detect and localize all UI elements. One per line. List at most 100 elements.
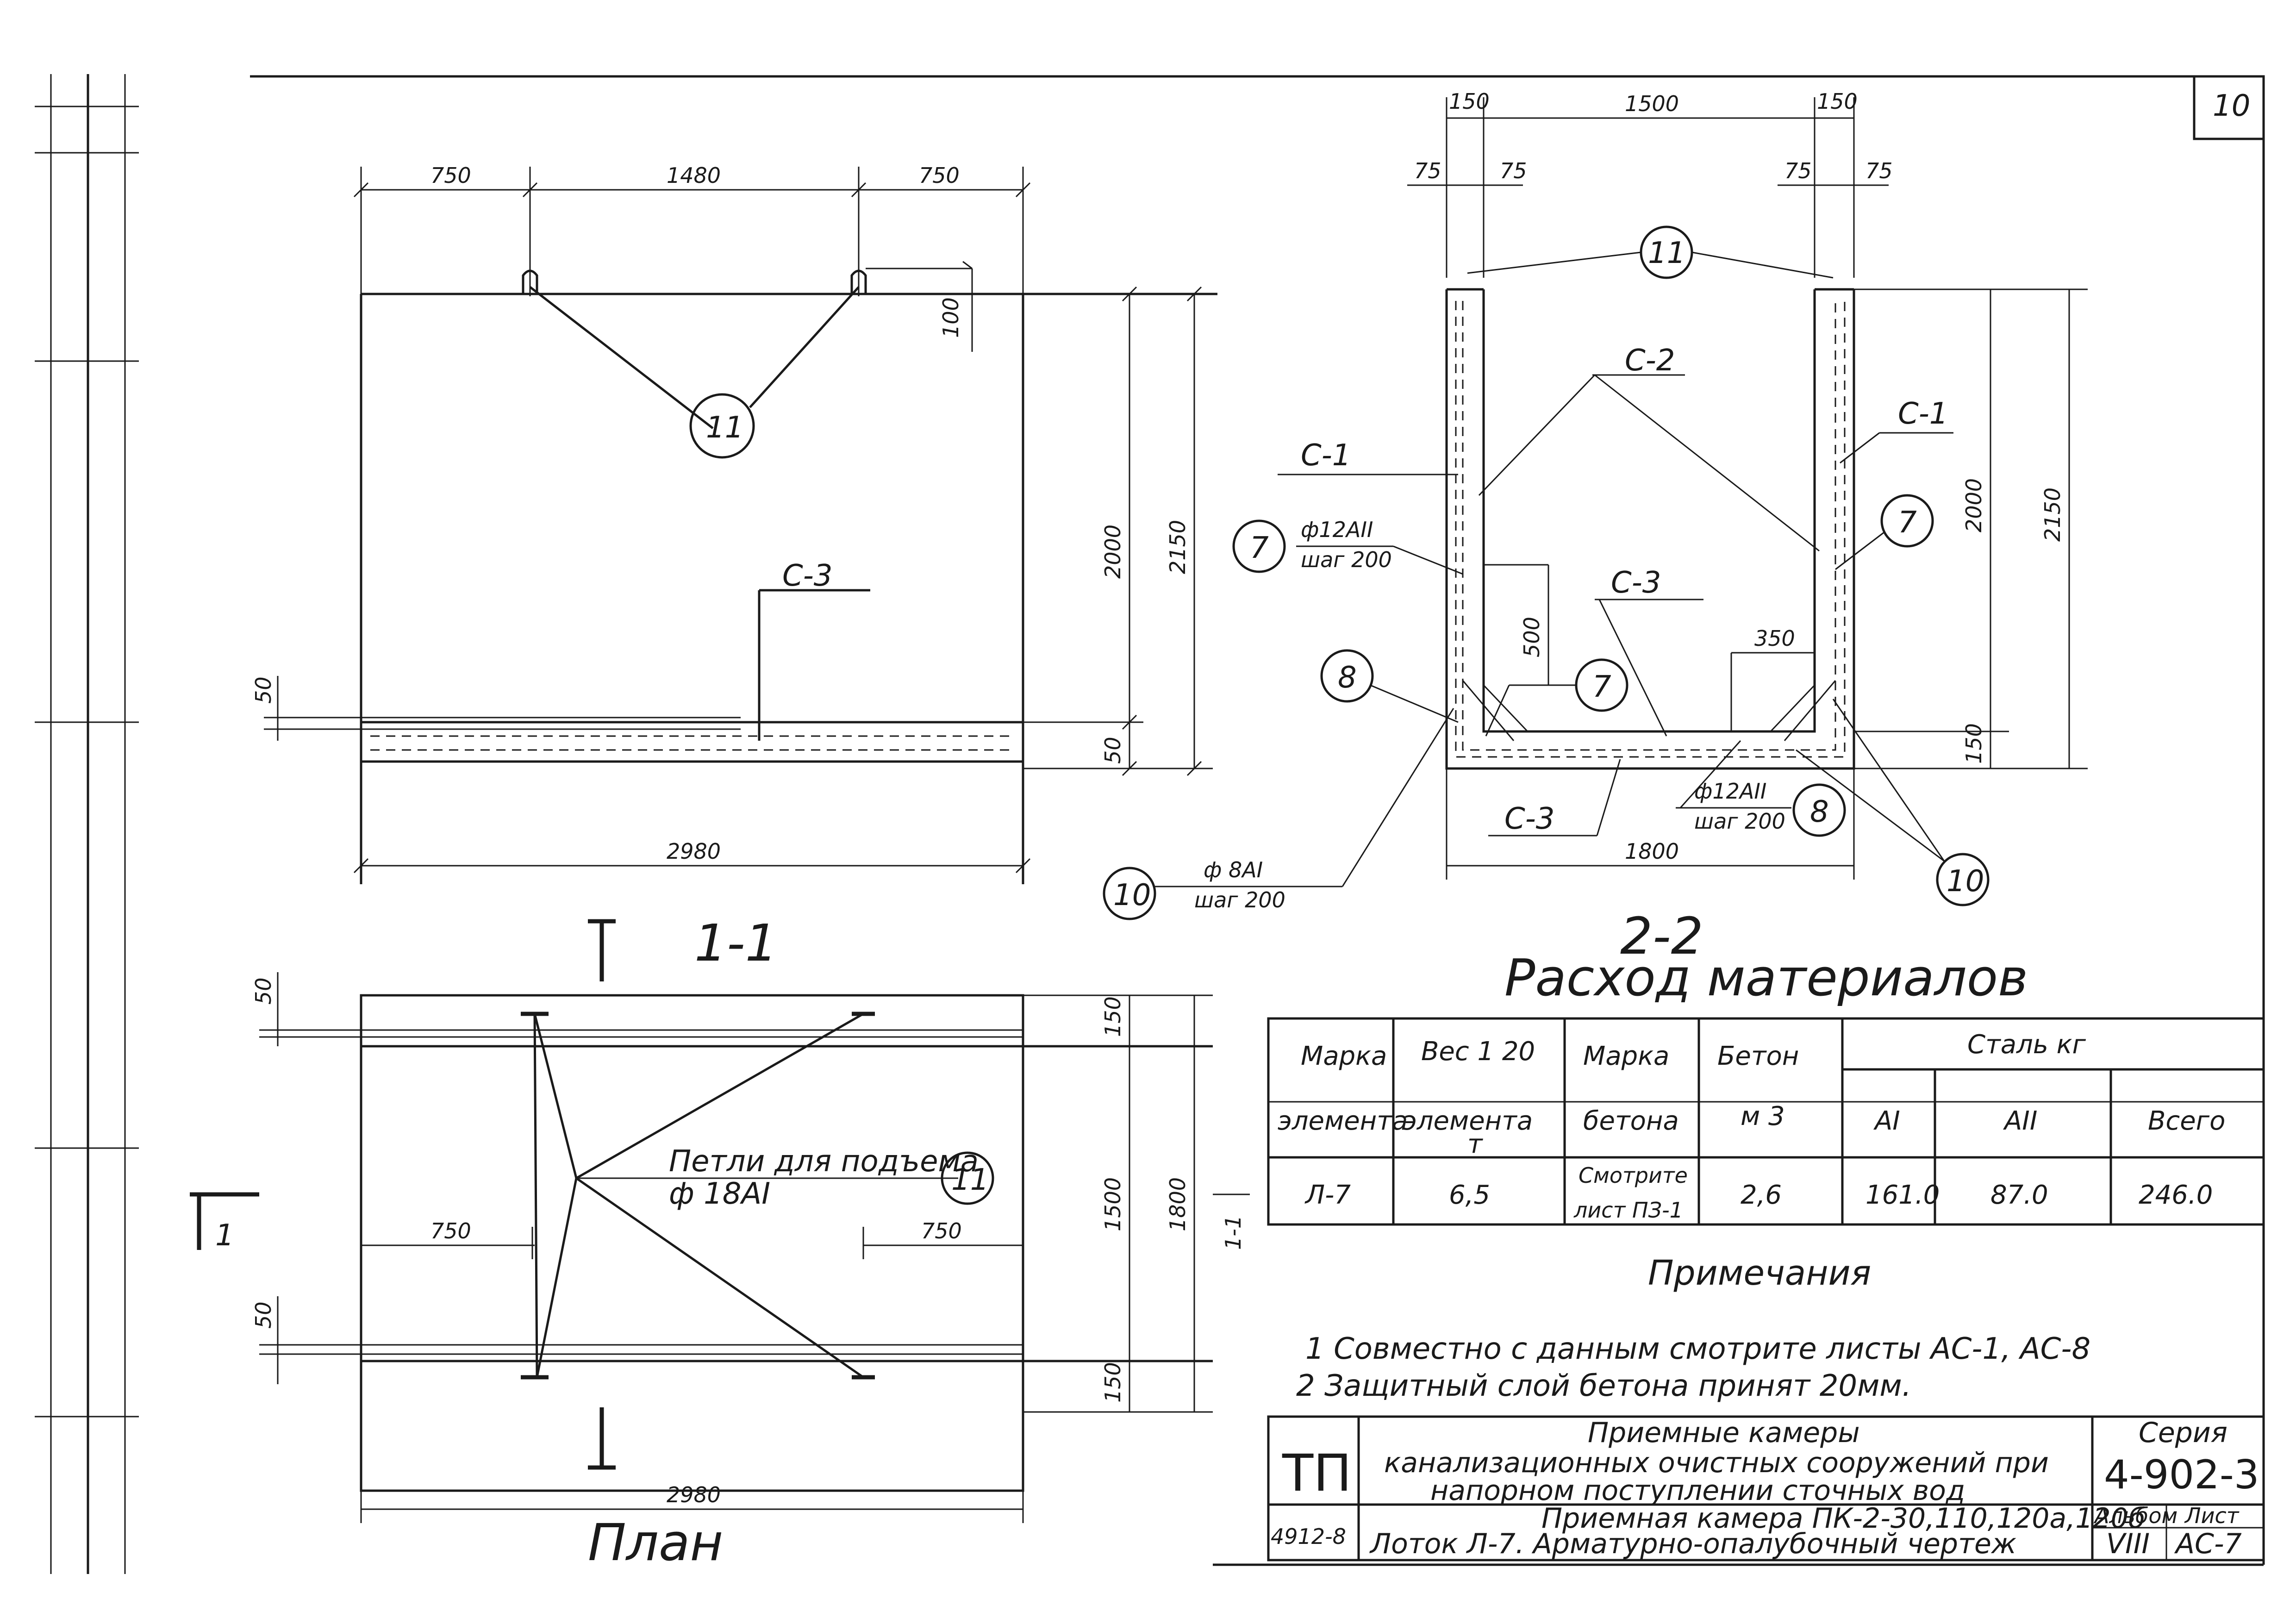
callout-2-2-pos8-a: 8 bbox=[1338, 661, 1357, 695]
hdr-concrete-mark-2: бетона bbox=[1583, 1106, 1679, 1136]
dim-plan-strip-bottom: 150 bbox=[1100, 1362, 1125, 1403]
row-a1: 161.0 bbox=[1866, 1180, 1940, 1210]
row-total: 246.0 bbox=[2139, 1180, 2213, 1210]
hdr-weight-unit: т bbox=[1467, 1129, 1483, 1159]
label-2-2-pos10-step: шаг 200 bbox=[1194, 887, 1285, 912]
tb-sheet-label: Лист bbox=[2184, 1503, 2240, 1528]
tb-album-label: Альбом bbox=[2093, 1503, 2177, 1528]
dim-plan-outer: 1800 bbox=[1165, 1177, 1190, 1231]
sheet-frame bbox=[250, 75, 2265, 1566]
row-concrete-mark-2: лист ПЗ-1 bbox=[1573, 1198, 1683, 1223]
dim-plan-length: 2980 bbox=[667, 1482, 721, 1507]
tb-project-2: канализационных очистных сооружений при bbox=[1384, 1447, 2049, 1479]
row-weight: 6,5 bbox=[1449, 1180, 1490, 1210]
hdr-steel: Сталь кг bbox=[1967, 1030, 2086, 1060]
plan-loop-note-line1: Петли для подъема bbox=[669, 1144, 979, 1179]
callout-2-2-pos10-a: 10 bbox=[1113, 878, 1151, 912]
label-2-2-pos8-step: шаг 200 bbox=[1694, 809, 1785, 834]
dim-1-1-top-offset: 50 bbox=[251, 676, 276, 704]
plan-title: План bbox=[588, 1513, 723, 1572]
plan-loop-callout: 11 bbox=[951, 1163, 989, 1197]
dim-plan-strip-top: 150 bbox=[1100, 996, 1125, 1037]
dim-plan-left: 750 bbox=[430, 1218, 471, 1243]
dim-1-1-bottom-layer: 50 bbox=[1100, 737, 1125, 764]
tb-code: 4912-8 bbox=[1271, 1524, 1346, 1549]
dim-plan-right: 750 bbox=[921, 1218, 962, 1243]
row-concrete-mark-1: Смотрите bbox=[1578, 1163, 1688, 1188]
label-2-2-mesh-c2: С-2 bbox=[1625, 344, 1675, 378]
dim-2-2-cover-b: 75 bbox=[1500, 158, 1527, 183]
dim-1-1-height-inner: 2000 bbox=[1100, 525, 1125, 579]
dim-2-2-bottom-len: 350 bbox=[1754, 626, 1795, 651]
dim-2-2-cover-d: 75 bbox=[1866, 158, 1893, 183]
hdr-concrete-mark-1: Марка bbox=[1583, 1041, 1669, 1071]
hdr-mark-1: Марка bbox=[1301, 1041, 1387, 1071]
callout-2-2-pos7-b: 7 bbox=[1592, 670, 1611, 704]
dim-2-2-cover-a: 75 bbox=[1414, 158, 1441, 183]
label-2-2-pos7-step: шаг 200 bbox=[1301, 547, 1392, 572]
dim-1-1-right: 750 bbox=[919, 163, 960, 188]
callout-2-2-pos7-a: 7 bbox=[1250, 531, 1269, 565]
label-2-2-mesh-c3-bottom: С-3 bbox=[1504, 802, 1555, 836]
tb-series: 4-902-3 bbox=[2104, 1452, 2259, 1498]
plan-loop-note-line2: ф 18АI bbox=[669, 1177, 770, 1211]
row-a2: 87.0 bbox=[1990, 1180, 2048, 1210]
dim-2-2-wall-left: 150 bbox=[1449, 89, 1490, 114]
label-2-2-mesh-c1-left: С-1 bbox=[1301, 438, 1351, 473]
binding-margin bbox=[35, 74, 139, 1574]
dim-plan-inner: 1500 bbox=[1100, 1177, 1125, 1231]
dim-2-2-width: 1800 bbox=[1625, 839, 1679, 864]
notes: Примечания 1 Совместно с данным смотрите… bbox=[1296, 1253, 2090, 1403]
section-2-2-title: 2-2 bbox=[1620, 906, 1703, 966]
callout-2-2-pos7-c: 7 bbox=[1898, 506, 1917, 540]
callout-2-2-pos8-b: 8 bbox=[1810, 795, 1829, 829]
dim-2-2-wall-right: 150 bbox=[1817, 89, 1858, 114]
tb-logo: ТП bbox=[1282, 1443, 1352, 1503]
plan-section-mark-side: 1-1 bbox=[1221, 1215, 1246, 1250]
callout-1-1-loop: 11 bbox=[706, 411, 743, 445]
dim-2-2-height-outer: 2150 bbox=[2040, 487, 2065, 542]
dim-plan-top-offset: 50 bbox=[251, 977, 276, 1005]
dim-1-1-middle: 1480 bbox=[667, 163, 721, 188]
label-1-1-mesh-c3: С-3 bbox=[782, 559, 833, 593]
plan-view: Петли для подъема ф 18АI 11 750 750 50 5… bbox=[190, 972, 1250, 1572]
label-2-2-pos10-bar: ф 8АI bbox=[1204, 857, 1263, 882]
dim-2-2-cover-c: 75 bbox=[1784, 158, 1812, 183]
hdr-weight-2: элемента bbox=[1403, 1106, 1533, 1136]
tb-drawing-2: Лоток Л-7. Арматурно-опалубочный чертеж bbox=[1369, 1528, 2016, 1560]
row-concrete: 2,6 bbox=[1741, 1180, 1782, 1210]
dim-2-2-inner: 1500 bbox=[1625, 91, 1679, 116]
dim-plan-bottom-offset: 50 bbox=[251, 1301, 276, 1329]
dim-2-2-bottom-thk: 150 bbox=[1961, 723, 1986, 764]
section-1-1: 750 1480 750 11 100 2000 bbox=[251, 163, 1217, 981]
label-2-2-mesh-c1-right: С-1 bbox=[1898, 397, 1948, 431]
tb-project-1: Приемные камеры bbox=[1588, 1417, 1860, 1449]
label-2-2-mesh-c3-top: С-3 bbox=[1611, 566, 1661, 600]
note-1: 1 Совместно с данным смотрите листы АС-1… bbox=[1305, 1332, 2090, 1366]
dim-1-1-left: 750 bbox=[430, 163, 471, 188]
title-block: ТП 4912-8 Приемные камеры канализационны… bbox=[1267, 1415, 2265, 1562]
label-2-2-pos8-bar: ф12АII bbox=[1694, 779, 1766, 804]
tb-drawing-1: Приемная камера ПК-2-30,110,120а,120б bbox=[1541, 1502, 2146, 1535]
materials-title: Расход материалов bbox=[1504, 948, 2028, 1007]
hdr-steel-a2: АII bbox=[2003, 1106, 2037, 1136]
label-2-2-pos7-bar: ф12АII bbox=[1301, 517, 1373, 542]
row-mark: Л-7 bbox=[1304, 1180, 1351, 1210]
hdr-steel-a1: АI bbox=[1873, 1106, 1900, 1136]
hdr-concrete-1: Бетон bbox=[1717, 1041, 1799, 1071]
callout-2-2-pos10-b: 10 bbox=[1947, 864, 1984, 899]
tb-sheet: АС-7 bbox=[2174, 1528, 2242, 1560]
dim-1-1-height-outer: 2150 bbox=[1165, 520, 1190, 574]
notes-title: Примечания bbox=[1648, 1253, 1871, 1293]
dim-1-1-loop-height: 100 bbox=[938, 297, 963, 338]
tb-album: VIII bbox=[2106, 1528, 2150, 1560]
dim-1-1-length: 2980 bbox=[667, 839, 721, 864]
hdr-concrete-2: м 3 bbox=[1741, 1101, 1785, 1131]
hdr-steel-total: Всего bbox=[2148, 1106, 2225, 1136]
dim-2-2-height-inner: 2000 bbox=[1961, 478, 1986, 532]
note-2: 2 Защитный слой бетона принят 20мм. bbox=[1296, 1369, 1911, 1403]
hdr-weight-1: Вес 1 20 bbox=[1421, 1037, 1535, 1067]
sheet-number: 10 bbox=[2213, 89, 2250, 123]
dim-2-2-bar-len: 500 bbox=[1519, 617, 1544, 657]
